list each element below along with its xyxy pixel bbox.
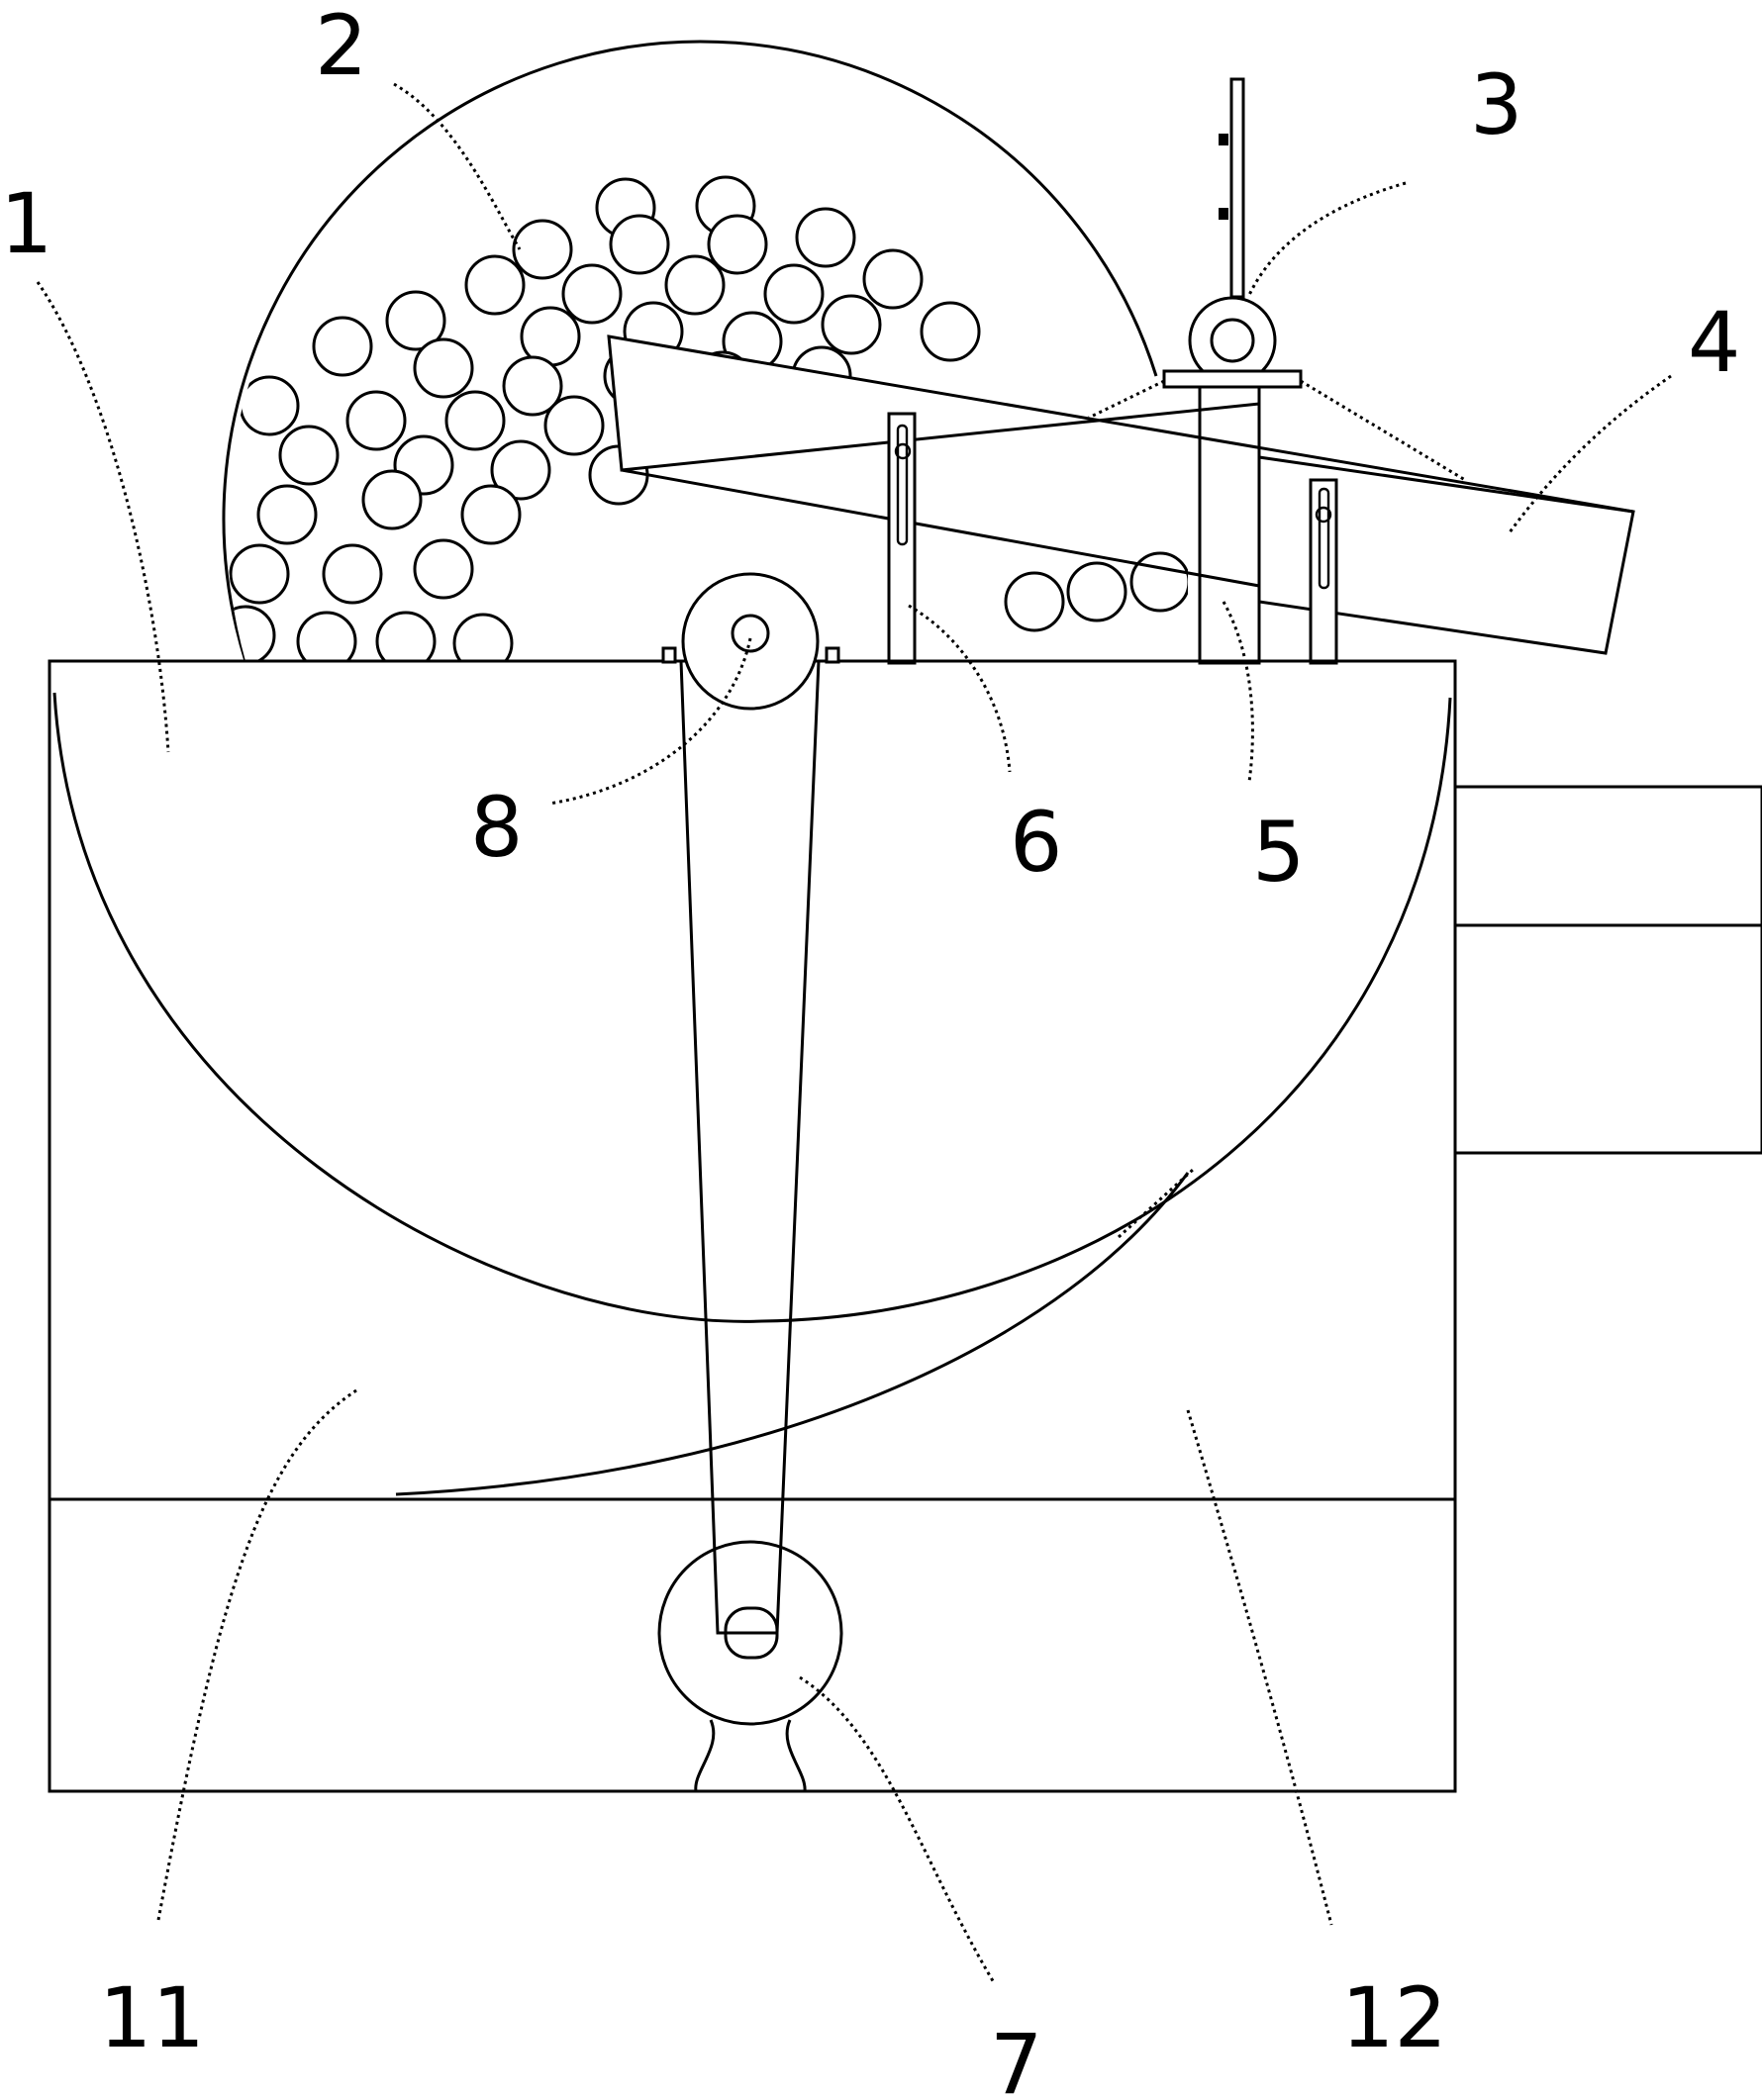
disc-hole (1066, 561, 1127, 622)
disc-hole (312, 316, 373, 377)
side-motor-block (1453, 785, 1762, 1155)
disc-hole (609, 214, 670, 275)
disc-hole (795, 207, 856, 268)
disc-hole (227, 605, 276, 661)
disc-hole (361, 469, 423, 530)
disc-hole (561, 263, 623, 325)
callout-2: 2 (315, 0, 367, 94)
support-rod-right (1309, 478, 1338, 665)
disc-hole (664, 254, 726, 316)
upper-pivot (731, 614, 770, 653)
disc-hole (256, 484, 318, 545)
disc-hole (413, 337, 474, 399)
disc-hole (502, 355, 563, 417)
disc-hole (229, 543, 290, 605)
disc-hole (296, 611, 357, 661)
bowl-curve (52, 692, 1452, 1323)
disc-hole (375, 611, 437, 661)
disc-hole (862, 248, 924, 310)
disc-hole (1004, 571, 1065, 632)
disc-hole (920, 301, 981, 362)
callout-4: 4 (1688, 294, 1740, 391)
leader-lines (36, 82, 1672, 1985)
pivot-head (1088, 77, 1466, 482)
housing-box (48, 659, 1457, 1793)
disc-hole (385, 290, 446, 351)
lower-pivot (724, 1606, 779, 1660)
disc-hole (821, 294, 882, 355)
perforated-disc (222, 40, 1188, 662)
disc-hole (464, 254, 526, 316)
lower-pulley (657, 1540, 843, 1726)
disc-hole (512, 219, 573, 280)
crank-arm (657, 572, 843, 1792)
support-rod-left (887, 412, 917, 665)
disc-outline (222, 40, 1158, 662)
disc-hole (278, 425, 340, 486)
disc-hole (444, 390, 506, 451)
callout-11: 11 (99, 1969, 205, 2066)
disc-hole (239, 375, 300, 436)
inner-curve (395, 1172, 1190, 1496)
disc-hole (413, 538, 474, 600)
disc-hole (345, 390, 407, 451)
callout-8: 8 (470, 779, 523, 876)
disc-hole (1129, 551, 1188, 613)
callout-6: 6 (1010, 794, 1062, 891)
disc-hole (763, 263, 825, 325)
disc-hole (707, 214, 768, 275)
callout-5: 5 (1252, 804, 1305, 901)
disc-hole (460, 484, 522, 545)
callout-3: 3 (1470, 56, 1522, 153)
callout-7: 7 (990, 2016, 1042, 2100)
tray-right-top (1258, 455, 1634, 514)
tray-inner-edge (621, 468, 1260, 588)
disc-holes (227, 175, 1188, 661)
callout-1: 1 (0, 175, 52, 272)
disc-hole (490, 439, 551, 501)
callout-12: 12 (1341, 1969, 1447, 2066)
disc-hole (322, 543, 383, 605)
disc-hole (452, 613, 514, 661)
disc-hole (543, 395, 605, 456)
